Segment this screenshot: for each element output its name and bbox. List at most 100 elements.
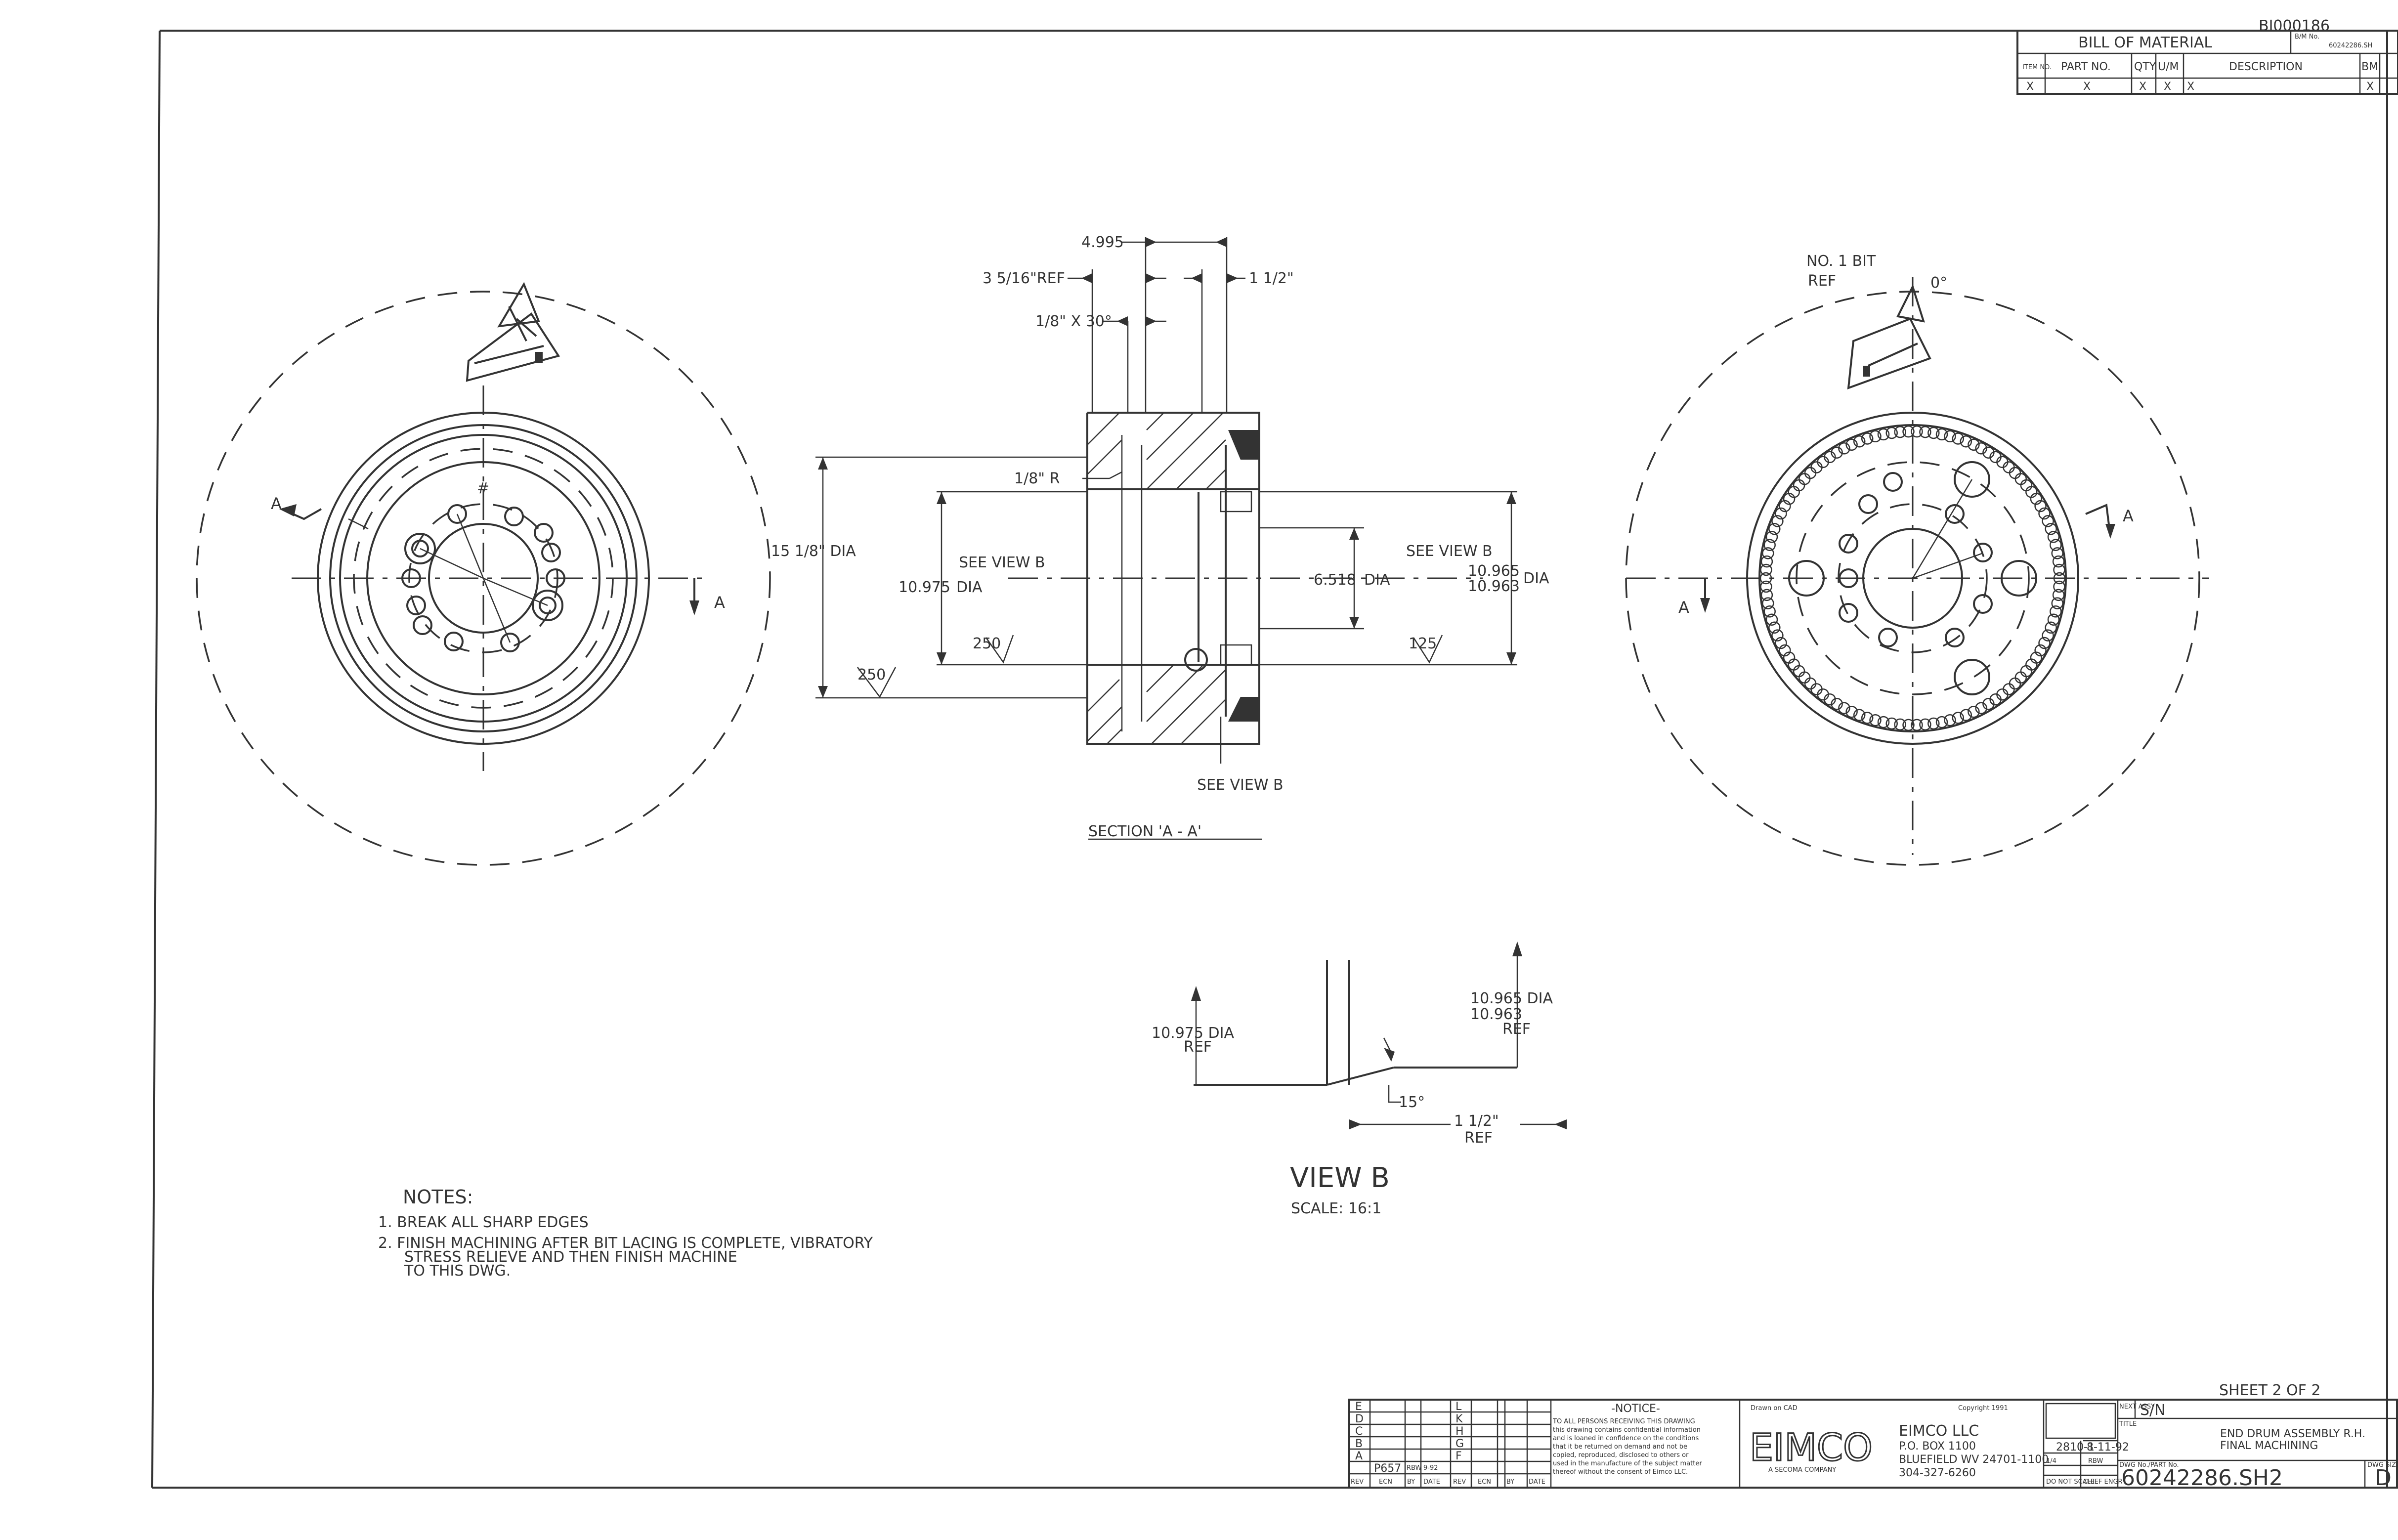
lacing-loop (1975, 442, 1987, 455)
title-label: TITLE (2119, 1420, 2137, 1428)
dim-ref: 3 5/16"REF (983, 270, 1065, 287)
bit-label-2: REF (1808, 272, 1836, 290)
bit-label-1: NO. 1 BIT (1806, 253, 1876, 270)
lacing-loop (1935, 428, 1948, 441)
dwg-size-label: DWG SIZE (2367, 1461, 2398, 1469)
lacing-loop (1771, 515, 1784, 527)
rev-a-by: RBW (1407, 1464, 1421, 1472)
lacing-loop (1894, 426, 1906, 438)
note-2c: TO THIS DWG. (404, 1262, 511, 1280)
see-view-b-bottom: SEE VIEW B (1197, 776, 1284, 794)
lacing-loop (1853, 435, 1866, 448)
bom-header-bm: BM (2361, 61, 2378, 73)
copyright: Copyright 1991 (1958, 1405, 2008, 1412)
dim-radius: 1/8" R (1014, 470, 1060, 487)
company-address-1: P.O. BOX 1100 (1899, 1440, 1976, 1453)
lacing-loop (2051, 597, 2063, 609)
lacing-loop (1919, 718, 1931, 731)
left-section-mark-a2: A (714, 593, 725, 612)
dim-bore-right-dia: DIA (1523, 570, 1549, 587)
lacing-loop (1982, 698, 1995, 710)
rev-a-date: 9-92 (1423, 1464, 1438, 1472)
lacing-loop (1960, 435, 1972, 448)
lacing-loop (2053, 580, 2065, 593)
rev-header-ecn-2: ECN (1478, 1478, 1491, 1486)
rev-f: F (1456, 1450, 1462, 1462)
lacing-loop (1960, 709, 1972, 722)
lacing-loop (1838, 442, 1850, 455)
lacing-loop (1760, 563, 1772, 576)
rev-a-ecn: P657 (1374, 1462, 1401, 1475)
company-logo-sub: A SECOMA COMPANY (1768, 1466, 1836, 1474)
lacing-loop (1768, 621, 1781, 634)
confidentiality-notice: -NOTICE- TO ALL PERSONS RECEIVING THIS D… (1552, 1400, 1741, 1488)
bit-angle: 0° (1930, 274, 1947, 292)
next-assy-label: NEXT ASSY (2119, 1403, 2155, 1411)
lacing-loop (2051, 547, 2063, 559)
rev-l: L (1456, 1401, 1462, 1413)
see-view-b-right: SEE VIEW B (1406, 543, 1493, 560)
view-b-dim-right-1: 10.965 DIA (1470, 990, 1553, 1007)
cutting-bit-icon (1847, 284, 1931, 389)
lacing-loop (1877, 716, 1890, 728)
finish-250a: 250 (857, 666, 886, 684)
lacing-loop (2052, 555, 2065, 568)
notice-line-7: thereof without the consent of Eimco LLC… (1553, 1468, 1688, 1476)
rev-k: K (1456, 1413, 1463, 1425)
lacing-loop (1911, 719, 1923, 731)
rev-a: A (1355, 1450, 1363, 1462)
lacing-loop (2047, 613, 2060, 626)
note-2a: 2. FINISH MACHINING AFTER BIT LACING IS … (378, 1235, 873, 1252)
lacing-loop (1968, 705, 1980, 718)
notice-line-4: that it be returned on demand and not be (1553, 1443, 1687, 1451)
bom-cell-bm: X (2366, 81, 2374, 93)
company-address-2: BLUEFIELD WV 24701-1100 (1899, 1454, 2049, 1466)
notice-title: -NOTICE- (1611, 1403, 1660, 1415)
lacing-loop (2034, 500, 2047, 513)
notes: NOTES: 1. BREAK ALL SHARP EDGES 2. FINIS… (378, 1186, 873, 1280)
svg-text:#: # (477, 480, 489, 497)
view-b-dim-bottom-1: 1 1/2" (1454, 1112, 1499, 1130)
lacing-loop (1838, 702, 1850, 714)
lacing-loop (2047, 531, 2060, 543)
lacing-loop (1885, 717, 1898, 730)
bom-title: BILL OF MATERIAL (2078, 34, 2212, 51)
lacing-loop (1783, 651, 1796, 664)
lacing-loop (1804, 467, 1817, 479)
note-2b: STRESS RELIEVE AND THEN FINISH MACHINE (404, 1248, 737, 1266)
dim-outer-dia: 15 1/8" DIA (771, 543, 856, 560)
company-block: Drawn on CAD Copyright 1991 EIMCO A SECO… (1749, 1400, 2049, 1488)
lacing-loop (1861, 712, 1874, 724)
lacing-loop (2038, 507, 2051, 520)
section-a-a: 15 1/8" DIA SEE VIEW B 10.975 DIA SEE VI… (771, 234, 1549, 840)
section-hatching (1087, 412, 1259, 744)
lacing-loop (1779, 644, 1791, 657)
drawing-title-block: NEXT ASSY S/N TITLE END DRUM ASSEMBLY R.… (2118, 1400, 2398, 1491)
sheet-number: SHEET 2 OF 2 (2219, 1382, 2321, 1399)
lacing-loop (1911, 425, 1923, 438)
lacing-loop (1944, 714, 1956, 727)
tolerance-block: 2810-1 8-11-92 1/4 RBW DO NOT SCALE CHIE… (2044, 1400, 2129, 1488)
lacing-loop (1765, 613, 1778, 626)
bom-header-part: PART NO. (2061, 61, 2111, 73)
dim-bore-left: 10.975 (899, 579, 950, 596)
lacing-loop (2045, 522, 2057, 535)
chief-engineer: CHIEF ENGR (2083, 1478, 2123, 1486)
lacing-loop (2009, 677, 2021, 690)
rev-b: B (1355, 1438, 1363, 1450)
lacing-loop (1861, 432, 1874, 445)
lacing-loop (1763, 605, 1776, 618)
lacing-loop (1935, 716, 1948, 728)
lacing-loop (1927, 717, 1940, 730)
lacing-loop (1831, 446, 1843, 459)
lacing-loop (1919, 426, 1931, 438)
lacing-loop (1845, 705, 1858, 718)
lacing-loop (1831, 698, 1843, 710)
title-line-1: END DRUM ASSEMBLY R.H. (2220, 1428, 2365, 1440)
bom-header-description: DESCRIPTION (2229, 61, 2303, 73)
bom-cell-um: X (2164, 81, 2171, 93)
dwg-size: D (2375, 1465, 2392, 1491)
view-b-detail: 10.975 DIA REF 10.965 DIA 10.963 REF 15°… (1152, 941, 1567, 1217)
lacing-loop (1824, 451, 1836, 464)
bom-cell-part: X (2083, 81, 2091, 93)
